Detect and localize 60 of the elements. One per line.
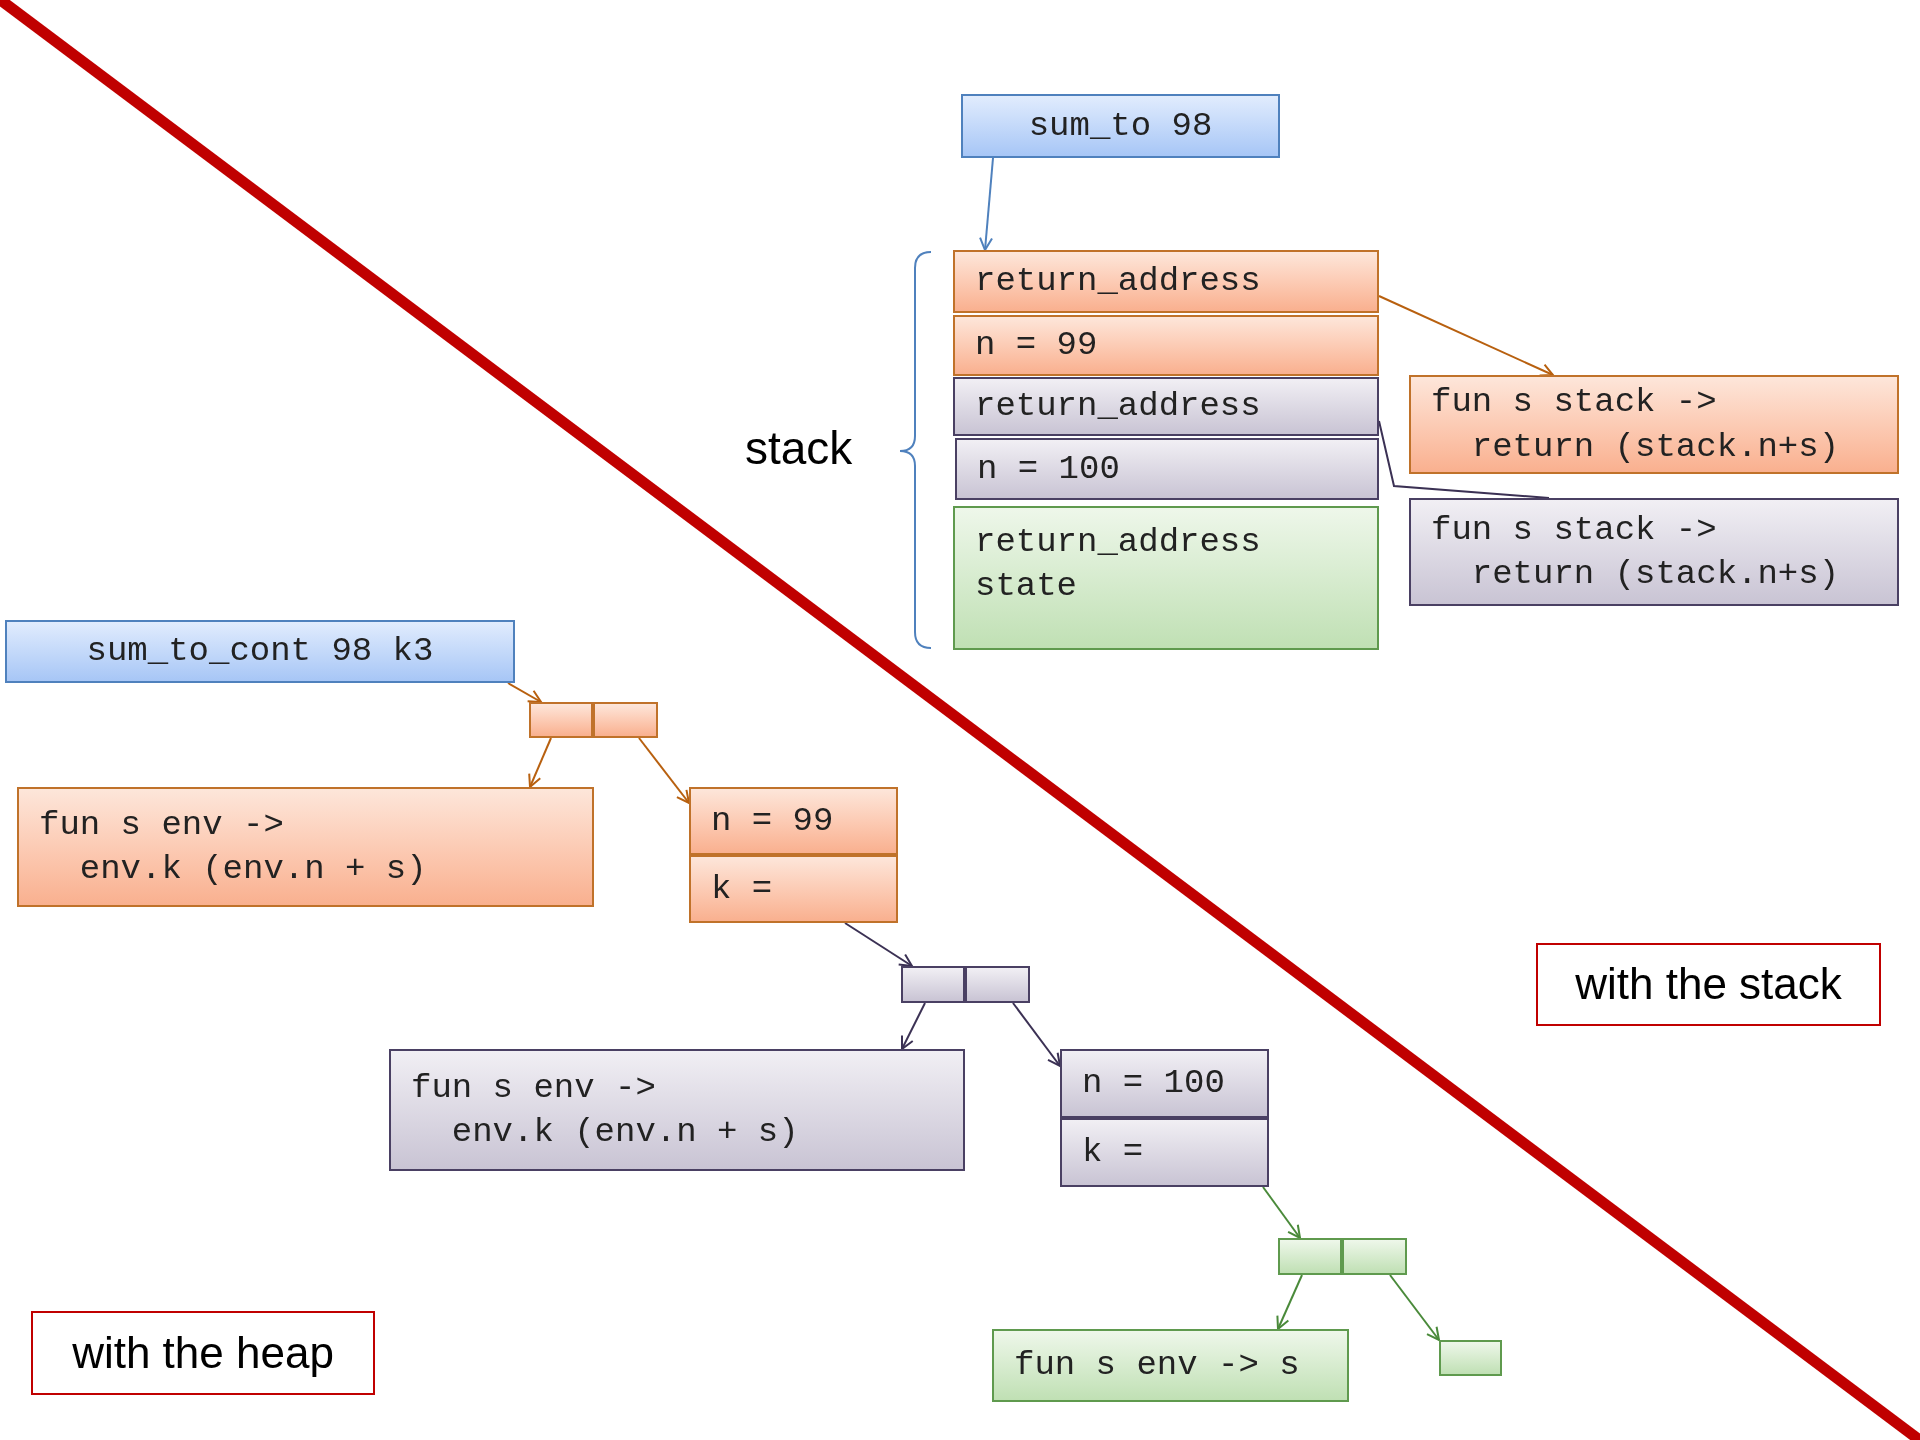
arrow	[1389, 1274, 1440, 1341]
code-box	[1409, 498, 1899, 606]
arrow	[1262, 1186, 1301, 1239]
code-text: return_address	[975, 261, 1262, 303]
stack-label: stack	[745, 425, 853, 471]
code-box	[17, 787, 594, 907]
code-text: fun s stack ->	[1431, 509, 1718, 551]
arrow	[844, 922, 913, 967]
code-text: sum_to 98	[1028, 105, 1213, 147]
code-text: return_address	[975, 386, 1262, 428]
code-text: return_address	[975, 522, 1262, 563]
arrow	[528, 737, 552, 788]
record-field	[689, 855, 898, 923]
arrow	[1276, 1274, 1303, 1330]
pointer-cell	[965, 966, 1030, 1003]
code-text: n = 100	[977, 448, 1121, 490]
stack-frame-field	[953, 315, 1379, 376]
code-text: k =	[1082, 1132, 1145, 1174]
code-box	[992, 1329, 1349, 1402]
pointer-cell	[901, 966, 965, 1003]
record-field	[689, 787, 898, 855]
code-text: n = 99	[975, 325, 1099, 367]
caption-text: with the stack	[1575, 958, 1842, 1011]
stack-frame-field	[953, 506, 1379, 650]
code-box	[389, 1049, 965, 1171]
arrow	[507, 682, 542, 703]
stack-frame-field	[953, 250, 1379, 313]
code-text: return (stack.n+s)	[1470, 554, 1841, 595]
code-text: fun s env ->	[39, 804, 285, 846]
call-box	[5, 620, 515, 683]
stack-frame-field	[953, 377, 1379, 436]
pointer-cell	[1278, 1238, 1342, 1275]
code-text: state	[975, 566, 1079, 608]
pointer-cell	[1342, 1238, 1407, 1275]
stack-frame-field	[955, 438, 1379, 500]
code-text: k =	[711, 868, 774, 910]
record-field	[1060, 1049, 1269, 1118]
arrow	[1012, 1002, 1061, 1067]
caption-text: with the heap	[72, 1326, 334, 1379]
code-text: fun s env ->	[411, 1067, 657, 1109]
arrow	[1378, 295, 1554, 377]
code-text: n = 100	[1082, 1063, 1226, 1105]
arrow	[979, 157, 994, 251]
caption-box	[31, 1311, 375, 1395]
call-box	[961, 94, 1280, 158]
pointer-cell	[529, 702, 593, 738]
arrow	[901, 1002, 926, 1050]
caption-box	[1536, 943, 1881, 1026]
code-text: env.k (env.n + s)	[450, 1112, 800, 1153]
code-text: env.k (env.n + s)	[78, 849, 428, 890]
pointer-cell	[593, 702, 658, 738]
code-text: n = 99	[711, 800, 835, 842]
code-box	[1409, 375, 1899, 474]
arrow	[638, 737, 690, 804]
record-field	[1060, 1118, 1269, 1187]
empty-cell	[1439, 1340, 1502, 1376]
code-text: sum_to_cont 98 k3	[86, 631, 434, 673]
code-text: return (stack.n+s)	[1470, 426, 1841, 468]
code-text: fun s env -> s	[1014, 1345, 1301, 1387]
code-text: fun s stack ->	[1431, 382, 1718, 424]
